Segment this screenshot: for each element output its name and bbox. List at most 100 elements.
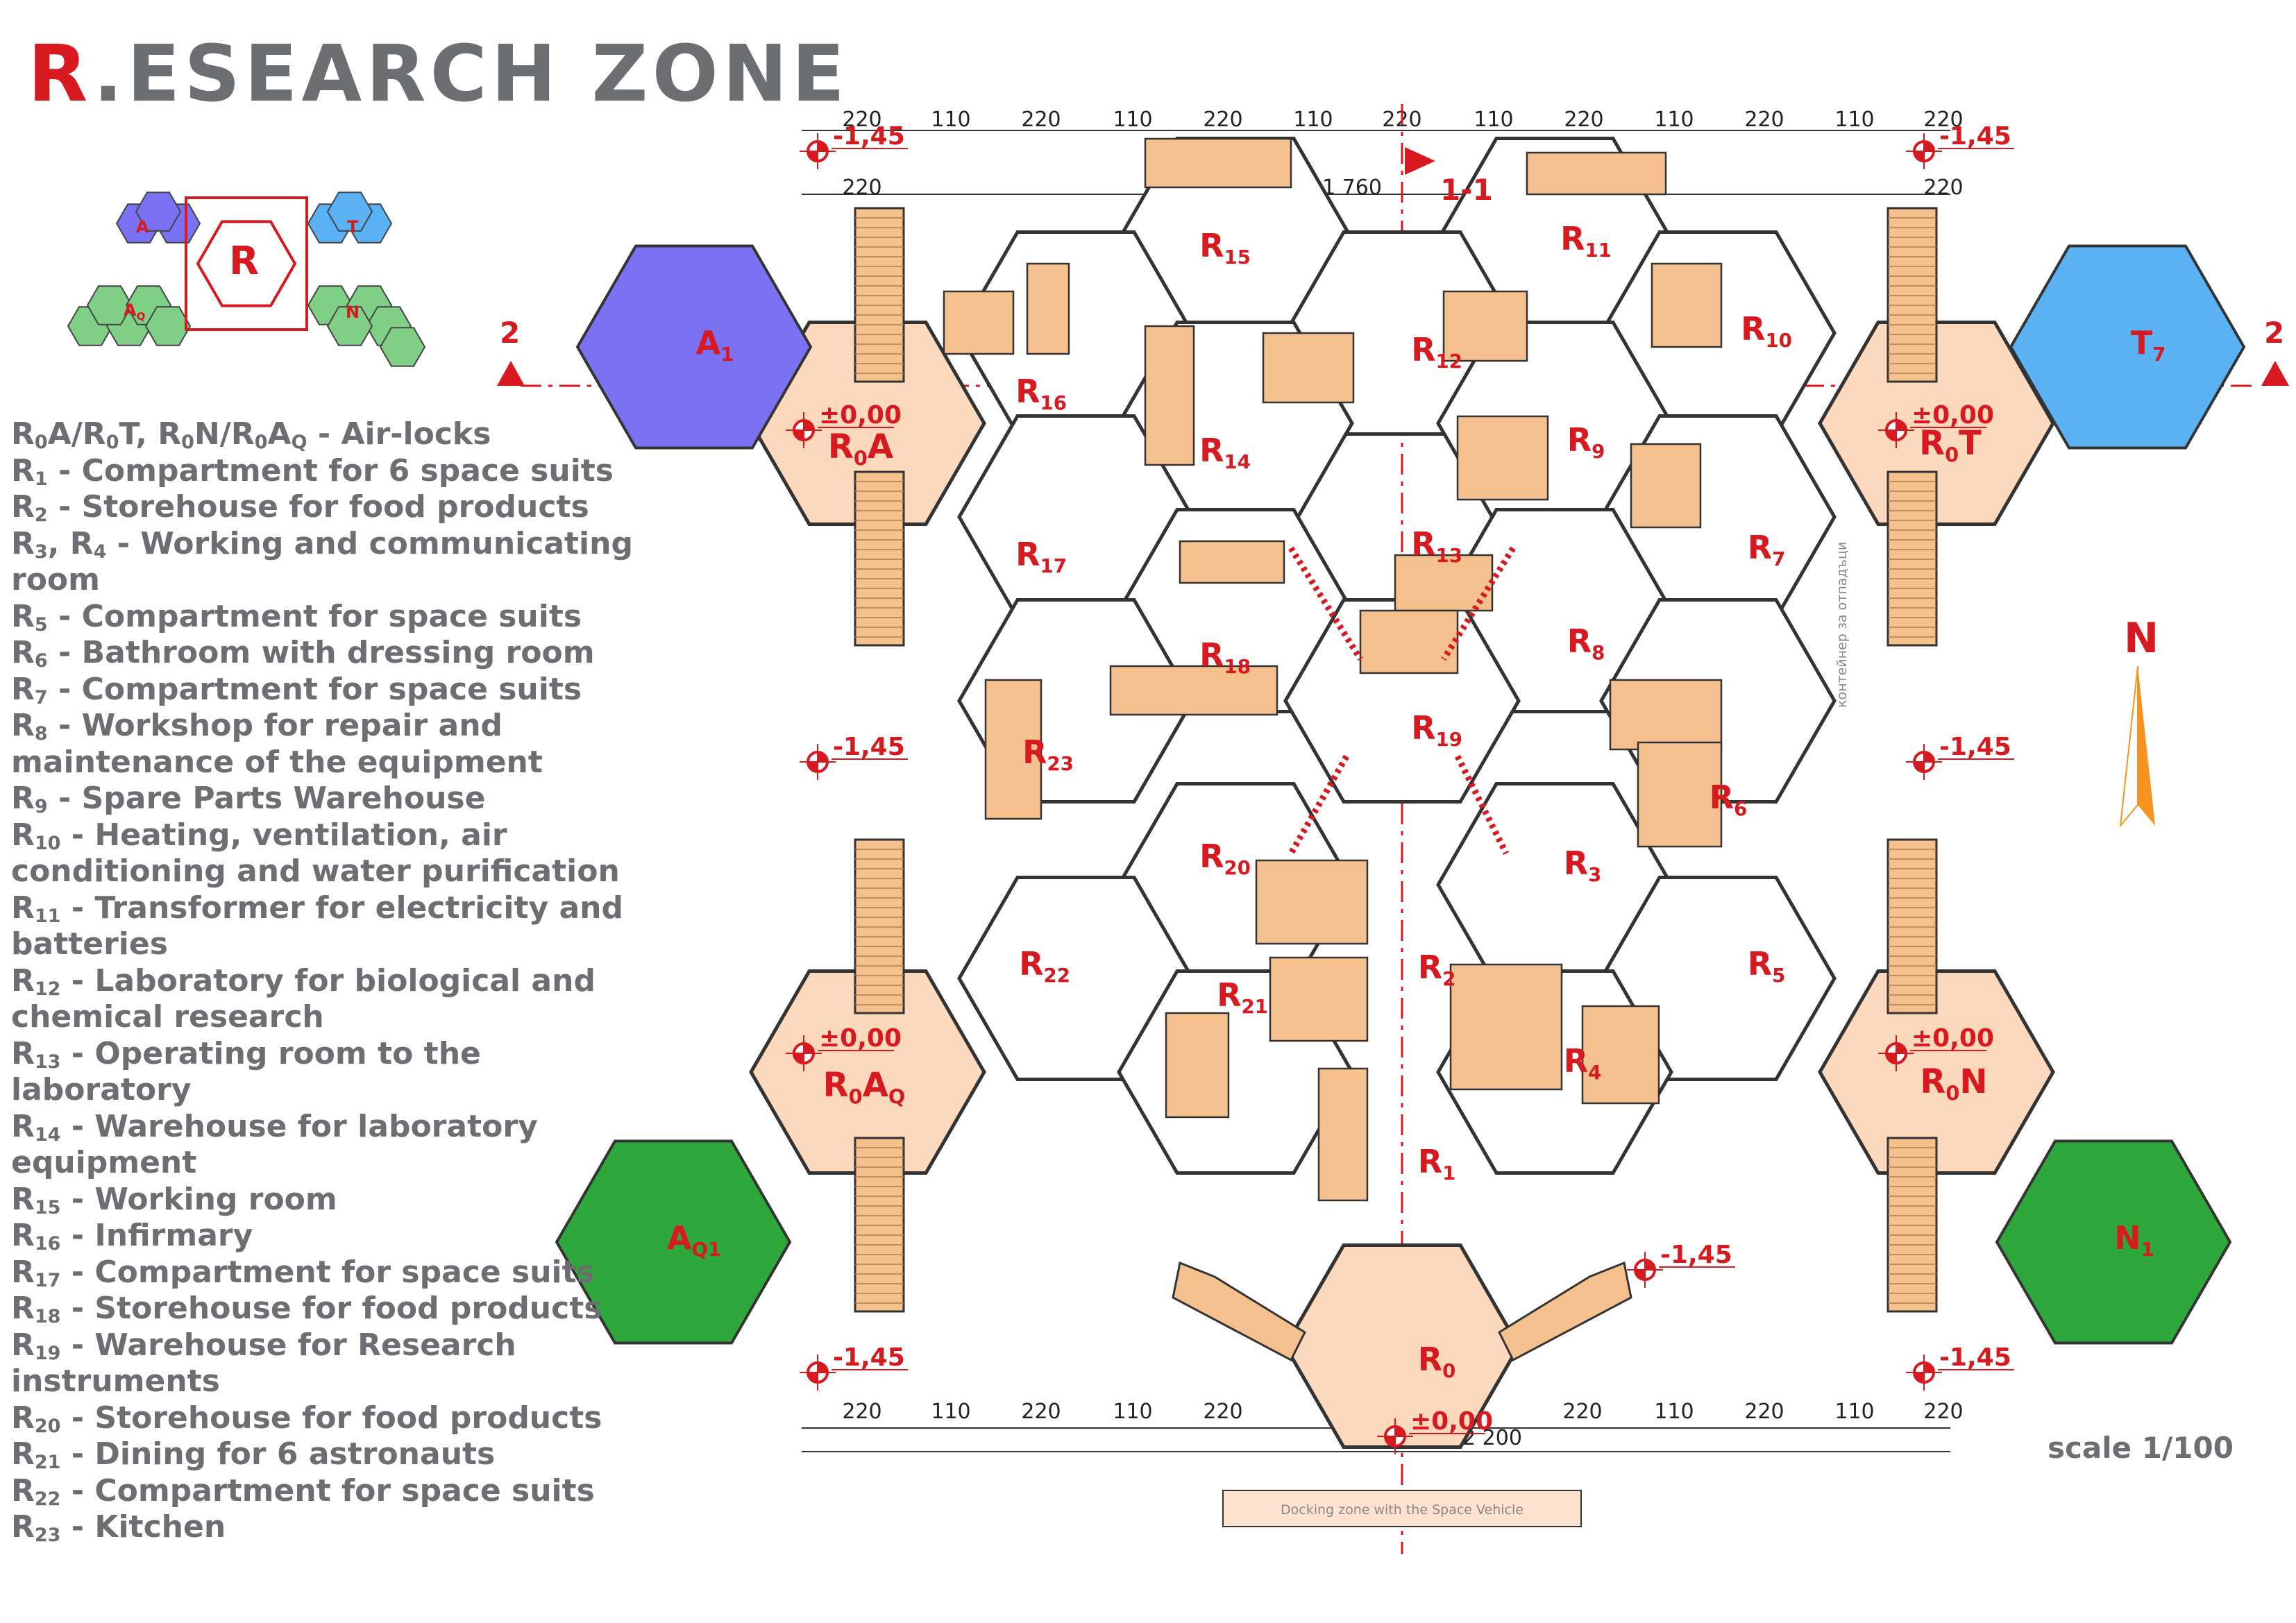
key-n-label: N [346,303,360,322]
room-label-r0n: R0N [1920,1062,1987,1105]
room-label-r19: R19 [1411,709,1462,751]
level-zero-marker: ±0,00 [1878,1024,1994,1071]
passage-line [1454,754,1510,856]
legend-item: R13 - Operating room to the laboratory [11,1035,481,1108]
dim-bottom-value: 110 [1113,1400,1152,1424]
legend-item: R3, R4 - Working and communicating [11,525,633,563]
module-aq1-hex [555,1139,792,1345]
dim-bottom-total: 2 200 [1462,1426,1522,1450]
room-label-r1: R1 [1418,1143,1456,1184]
level-marker-text: -1,45 [1660,1241,1732,1269]
level-marker-text: -1,45 [833,1343,905,1372]
room-label-r0aq: R0AQ [823,1066,906,1109]
legend-item: room [11,562,101,597]
legend-item: instruments [11,1363,220,1399]
page-title: R.ESEARCH ZONE [28,29,849,119]
key-hex [326,192,373,232]
furniture-block [1394,554,1494,612]
dim-top-value: 110 [1293,108,1333,132]
dim-top-value: 220 [842,108,881,132]
level-minus-marker: -1,45 [800,122,908,169]
level-minus-marker: -1,45 [1627,1241,1735,1288]
furniture-block [1109,665,1278,716]
level-minus-marker: -1,45 [1906,122,2014,169]
level-marker-text: ±0,00 [1410,1407,1493,1436]
section-flag-1-1 [1405,147,1435,175]
dim-top-total: 1 760 [1322,176,1382,200]
key-hex [135,192,182,232]
room-label-r7: R7 [1748,529,1786,570]
module-t7-label: T7 [2131,324,2166,366]
furniture-block [1526,151,1667,196]
passage-line [1288,546,1363,661]
room-label-r16: R16 [1015,373,1067,414]
legend-item: R1 - Compartment for 6 space suits [11,452,614,490]
level-marker-text: ±0,00 [1911,401,1994,430]
level-marker-text: ±0,00 [819,401,902,430]
room-label-r23: R23 [1022,733,1074,775]
legend-item: R5 - Compartment for space suits [11,598,582,636]
room-label-r20: R20 [1199,838,1251,879]
dim-top-value: 110 [1113,108,1152,132]
dim-top-value: 220 [1564,108,1603,132]
dim-bottom-value: 110 [931,1400,970,1424]
module-t7-hex [2009,244,2246,450]
dim-top-value: 110 [1474,108,1513,132]
furniture-block [1651,262,1723,348]
room-label-r12: R12 [1411,331,1462,373]
furniture-block [1317,1067,1369,1202]
dim-bottom-value: 220 [1744,1400,1784,1424]
legend-item: R0A/R0T, R0N/R0AQ - Air-locks [11,416,491,453]
level-marker-text: -1,45 [833,122,905,151]
legend-item: chemical research [11,999,324,1035]
legend-item: R20 - Storehouse for food products [11,1400,602,1437]
dim-top-value: 220 [1203,108,1242,132]
airlock-hex [749,969,986,1175]
furniture-block [1269,956,1369,1042]
room-label-r4: R4 [1564,1042,1602,1084]
legend-item: R7 - Compartment for space suits [11,671,582,708]
stair-corridor [1886,838,1938,1014]
stair-corridor [854,838,905,1014]
furniture-block [1449,963,1563,1091]
room-label-r13: R13 [1411,525,1462,567]
dim-bottom-value: 220 [842,1400,881,1424]
legend-item: R15 - Working room [11,1181,337,1218]
north-arrow-fill [2138,666,2155,826]
legend-item: maintenance of the equipment [11,744,543,780]
dim-bottom-value: 220 [1923,1400,1963,1424]
level-minus-marker: -1,45 [1906,733,2014,780]
level-marker-text: -1,45 [1939,733,2011,761]
legend-item: R19 - Warehouse for Research [11,1327,516,1364]
dim-bottom-value: 110 [1834,1400,1874,1424]
legend-item: R18 - Storehouse for food products [11,1291,602,1327]
room-label-r17: R17 [1015,536,1067,577]
key-hex [144,306,192,346]
airlock-hex [1818,321,2055,526]
section-mark-2-left: 2 [500,316,520,350]
room-label-r0t: R0T [1919,424,1982,467]
legend-item: R22 - Compartment for space suits [11,1472,595,1510]
room-label-r3: R3 [1564,844,1602,886]
level-marker-text: -1,45 [1939,1343,2011,1372]
legend-item: R6 - Bathroom with dressing room [11,635,595,672]
stair-right-entry [1498,1261,1632,1362]
dim-bottom-value: 220 [1203,1400,1242,1424]
level-zero-marker: ±0,00 [786,1024,902,1071]
module-a1-hex [575,244,813,450]
legend-item: R23 - Kitchen [11,1509,226,1546]
north-label: N [2124,614,2159,663]
furniture-block [1179,540,1285,584]
legend-item: R2 - Storehouse for food products [11,489,589,526]
level-marker-text: -1,45 [1939,122,2011,151]
dim-top-value: 220 [1923,108,1963,132]
room-label-r14: R14 [1199,432,1251,473]
docking-zone-label: Docking zone with the Space Vehicle [1281,1502,1523,1518]
furniture-block [1442,290,1528,362]
legend-item: conditioning and water purification [11,853,620,889]
stair-corridor [854,207,905,383]
furniture-block [1609,679,1723,751]
legend-item: batteries [11,926,168,962]
room-label-r5: R5 [1748,945,1786,987]
